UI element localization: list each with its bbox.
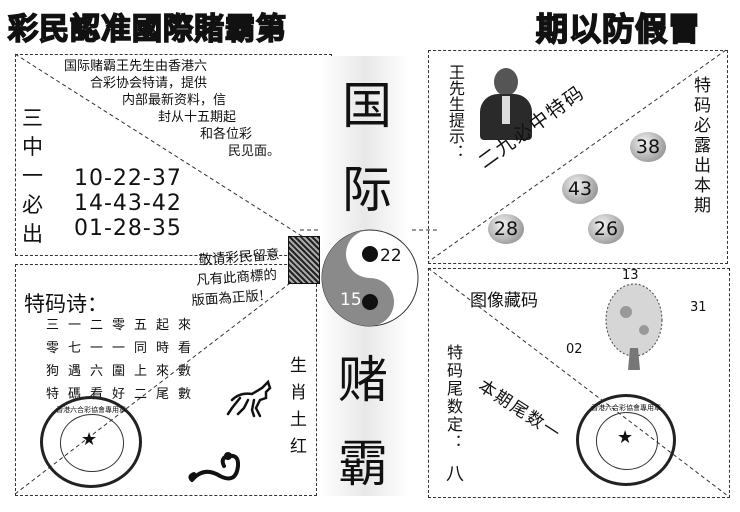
stamp-text: 香港六合彩協會專用章 [591, 404, 661, 412]
yinyang-icon [321, 229, 419, 327]
char-ba: 霸 [338, 435, 388, 493]
special-code-side-text: 特码必露出本期 [690, 76, 710, 216]
hidden-num-13: 13 [622, 268, 639, 283]
horse-icon [226, 379, 272, 418]
char-du: 赌 [338, 351, 388, 409]
header-right-title: 期以防假冒 [535, 9, 702, 49]
tree-figure-icon [605, 283, 663, 370]
poem-line: 三一二零五起來 [46, 318, 201, 333]
side-char: 三 [22, 106, 43, 130]
side-char: 中 [22, 135, 43, 159]
intro-line: 合彩协会特请，提供 [90, 76, 208, 91]
snake-icon [188, 452, 241, 482]
hidden-num-31: 31 [690, 300, 707, 315]
poem-line: 零七一一同時看 [46, 341, 201, 356]
char-guo: 国 [342, 77, 392, 135]
char-ji: 际 [342, 161, 392, 219]
dragon-logo-icon [288, 236, 320, 284]
yinyang-num-bottom: 15 [340, 290, 362, 310]
number-ball: 26 [588, 214, 624, 244]
hidden-num-02: 02 [566, 342, 583, 357]
tail-number-label: 特码尾数定： [444, 344, 463, 452]
businessman-portrait [480, 68, 532, 140]
combo-line: 14-43-42 [74, 191, 182, 216]
yinyang-num-top: 22 [380, 246, 402, 266]
image-code-label: 图像藏码 [470, 291, 538, 311]
poem-text: 三一二零五起來 零七一一同時看 狗遇六圍上來數 特碼看好二尾數 [46, 314, 200, 406]
side-char: 出 [22, 222, 43, 246]
zodiac-label: 生肖土红 [286, 356, 306, 464]
frame-bottom-right [428, 268, 730, 498]
mr-wang-hint: 王先生提示： [446, 64, 465, 160]
star-icon: ★ [81, 429, 98, 450]
intro-line: 民见面。 [228, 144, 281, 159]
star-icon: ★ [617, 427, 634, 448]
side-char: 必 [22, 193, 43, 217]
association-stamp-right: 香港六合彩協會專用章 ★ [576, 394, 676, 486]
side-char: 一 [22, 164, 43, 188]
frame-bottom-left [15, 264, 317, 496]
combo-line: 01-28-35 [74, 216, 182, 241]
number-ball: 28 [488, 214, 524, 244]
number-ball: 38 [630, 132, 666, 162]
intro-text: 国际赌霸王先生由香港六 合彩协会特请，提供 内部最新资料，信 封从十五期起 和各… [40, 58, 320, 160]
frame-top-right [428, 50, 728, 264]
intro-line: 内部最新资料，信 [122, 93, 227, 108]
intro-line: 和各位彩 [200, 127, 253, 142]
authenticity-notice: 敬请彩民留意 凡有此商標的 版面為正版! [184, 245, 283, 311]
stamp-text: 香港六合彩協會專用章 [56, 406, 126, 414]
combo-numbers: 10-22-37 14-43-42 01-28-35 [74, 166, 182, 241]
combo-line: 10-22-37 [74, 166, 182, 191]
intro-line: 国际赌霸王先生由香港六 [64, 59, 208, 74]
header-left-title: 彩民認准國際賭霸第 [7, 11, 287, 48]
three-in-one-label: 三 中 一 必 出 [22, 104, 48, 249]
number-ball: 43 [562, 174, 598, 204]
intro-line: 封从十五期起 [158, 110, 237, 125]
poem-title: 特码诗： [24, 292, 108, 316]
association-stamp-left: 香港六合彩協會專用章 ★ [40, 396, 142, 488]
tail-number-value: 八 [446, 464, 464, 485]
poem-line: 狗遇六圍上來數 [46, 364, 201, 379]
